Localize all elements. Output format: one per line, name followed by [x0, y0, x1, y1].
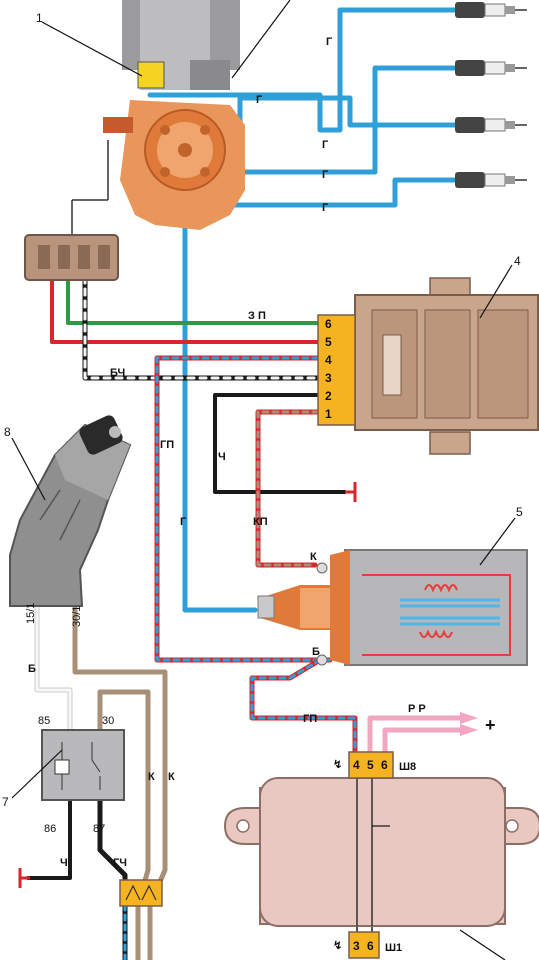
wire-gray-black-87: [97, 797, 128, 960]
spark-plug-icon: [455, 172, 527, 188]
regulator-connector-top: 4 5 6 Ш8 ↯: [333, 751, 416, 779]
callout-5-label: 5: [516, 505, 523, 519]
voltage-regulator: 4 5 6 Ш8 ↯ 3 6 Ш1 ↯: [223, 751, 539, 960]
wire-label-ch2: Ч: [60, 857, 68, 869]
wire-blue-red-2: [249, 657, 358, 763]
wire-label-b1: Б: [28, 663, 36, 675]
pin-label: 1: [325, 407, 332, 421]
ground-icon: [345, 482, 357, 502]
connector-label-sh1: Ш1: [385, 942, 402, 954]
switchboard-connector: [317, 314, 356, 426]
wire-label-g5: Г: [322, 202, 329, 214]
wire-label-gp: ГП: [160, 439, 174, 451]
wire-pink-2: [382, 727, 463, 758]
wire-label-gp2: ГП: [303, 713, 317, 725]
wire-label-kp: КП: [253, 516, 268, 528]
pin-label: 4: [325, 353, 332, 367]
wire-label-zp: З П: [248, 310, 266, 322]
wire-label-gch: ГЧ: [113, 857, 127, 869]
relay-terminal-86: 86: [44, 823, 56, 835]
distributor: [71, 0, 245, 235]
pin-label: 6: [325, 317, 332, 331]
callout-7: 7: [2, 749, 63, 809]
regulator-connector-bottom: 3 6 Ш1 ↯: [333, 931, 402, 959]
wire-blue-red-1: [154, 355, 333, 663]
coil-terminal-b: Б: [312, 646, 320, 658]
wires: [26, 7, 463, 960]
wire-label-k2: К: [148, 771, 155, 783]
wire-brown-30: [72, 603, 168, 960]
callout-1-label: 1: [36, 11, 43, 25]
wire-label-g4: Г: [322, 169, 329, 181]
wire-brown-k: [97, 689, 151, 960]
callout-4: 4: [479, 254, 521, 319]
pin-label: 3: [353, 939, 360, 953]
plus-label: +: [485, 715, 496, 735]
pin-label: 5: [325, 335, 332, 349]
wire-label-g3: Г: [322, 139, 329, 151]
wire-label-bch: БЧ: [110, 367, 125, 379]
callout-5: 5: [479, 505, 523, 566]
switchboard-unit: 6 5 4 3 2 1: [317, 277, 539, 455]
spark-plug-icon: [455, 2, 527, 18]
wire-label-g6: Г: [180, 516, 187, 528]
wire-label-g2: Г: [326, 36, 333, 48]
coil-terminal-k: К: [310, 551, 317, 563]
connector-label-sh8: Ш8: [399, 761, 416, 773]
wire-label-rr: Р Р: [408, 703, 426, 715]
wire-label-k3: К: [168, 771, 175, 783]
wire-label-ch1: Ч: [218, 451, 226, 463]
ht-wire-4: [167, 177, 458, 208]
ignition-coil: К Б: [257, 549, 528, 666]
wire-white-15-inner: [35, 604, 72, 737]
pin-label: 5: [367, 758, 374, 772]
ht-wire-1: [147, 7, 458, 133]
ignition-terminal-15: 15/1: [25, 603, 37, 624]
sensor-connector: [24, 234, 119, 281]
ignition-terminal-30: 30/1: [71, 606, 83, 627]
relay-terminal-87: 87: [93, 823, 105, 835]
callout-1: 1: [36, 0, 291, 79]
arrow-glyph: ↯: [333, 940, 342, 952]
pin-label: 3: [325, 371, 332, 385]
pink-arrows: [460, 712, 478, 736]
spark-plugs: [455, 2, 527, 188]
callout-4-label: 4: [514, 254, 521, 268]
callout-7-label: 7: [2, 795, 9, 809]
callout-8: 8: [4, 425, 46, 501]
wire-label-g1: Г: [256, 94, 263, 106]
relay-terminal-30: 30: [102, 715, 114, 727]
wire-white-black: [82, 262, 321, 381]
wire-red: [50, 263, 320, 344]
switchboard-pins: 6 5 4 3 2 1: [325, 317, 332, 421]
pin-label: 2: [325, 389, 332, 403]
wire-black-ground: [213, 393, 347, 494]
pin-label: 6: [367, 939, 374, 953]
ht-wire-center: [182, 152, 258, 613]
wire-pink-1: [367, 715, 463, 758]
relay: 85 30 86 87: [38, 715, 125, 835]
relay-terminal-85: 85: [38, 715, 50, 727]
ignition-switch: 15/1 30/1: [9, 415, 132, 627]
spark-plug-icon: [455, 60, 527, 76]
hall-sensor: [137, 61, 165, 89]
wire-green: [66, 263, 320, 325]
wire-black-86: [26, 798, 72, 880]
callout-8-label: 8: [4, 425, 11, 439]
wire-brown-red: [255, 409, 321, 568]
pin-label: 6: [381, 758, 388, 772]
spark-plug-icon: [455, 117, 527, 133]
arrow-glyph: ↯: [333, 759, 342, 771]
fuse-icon: [119, 879, 163, 907]
pin-label: 4: [353, 758, 360, 772]
ignition-key-icon: [79, 415, 123, 455]
ground-icon: [18, 868, 30, 888]
ht-wire-3: [212, 65, 458, 175]
